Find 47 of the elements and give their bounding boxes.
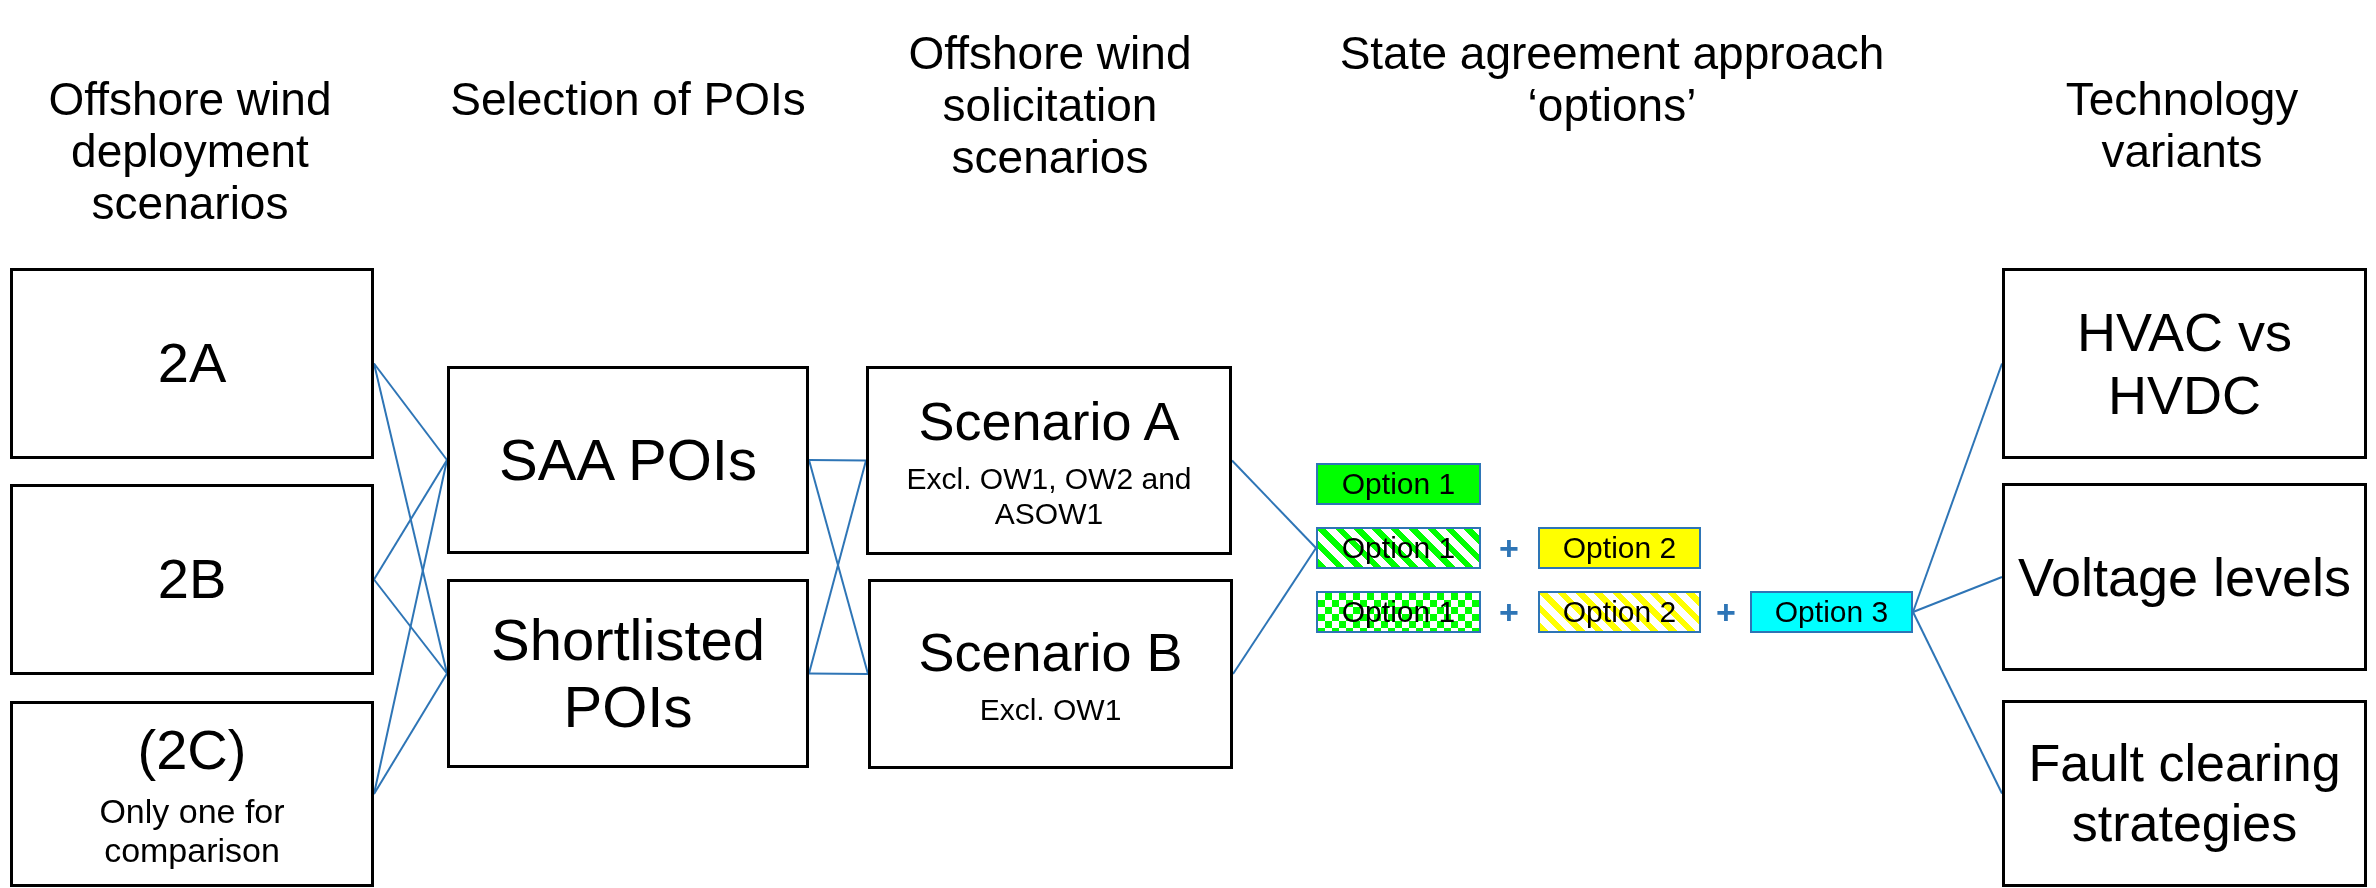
- box-label: Scenario B: [917, 620, 1184, 683]
- connector-line: [1231, 459, 1317, 549]
- box-label: 2A: [156, 331, 228, 396]
- connector-line: [808, 459, 867, 462]
- connector-line: [1912, 576, 2003, 613]
- process-box: [2002, 268, 2367, 459]
- box-label: Fault clearing strategies: [2027, 733, 2342, 854]
- connector-line: [808, 672, 869, 675]
- box-label: SAA POIs: [498, 426, 758, 494]
- box-label: Scenario A: [917, 389, 1181, 453]
- connector-line: [373, 578, 448, 675]
- box-note: Excl. OW1: [978, 692, 1123, 728]
- process-box: [868, 579, 1233, 769]
- plus-sign: +: [1498, 529, 1520, 568]
- box-label: Shortlisted POIs: [490, 606, 766, 741]
- connector-line: [373, 362, 448, 461]
- process-box: [10, 268, 374, 459]
- process-box: [10, 701, 374, 887]
- process-box: [447, 579, 809, 768]
- plus-sign: +: [1498, 593, 1520, 632]
- column-heading: Technology variants: [2064, 74, 2300, 178]
- box-note: Excl. OW1, OW2 and ASOW1: [905, 462, 1193, 532]
- box-label: 2B: [156, 547, 228, 612]
- box-label: Option 3: [1773, 594, 1890, 630]
- box-label: Option 1: [1340, 466, 1457, 502]
- box-label: Voltage levels: [2016, 545, 2353, 609]
- box-label: HVAC vs HVDC: [2076, 301, 2293, 426]
- box-note: Only one for comparison: [98, 792, 286, 871]
- connector-line: [1232, 547, 1317, 675]
- option-box: [1316, 463, 1481, 505]
- plus-sign: +: [1715, 593, 1737, 632]
- connector-line: [373, 672, 448, 795]
- process-box: [447, 366, 809, 554]
- column-heading: Offshore wind solicitation scenarios: [907, 28, 1193, 184]
- column-heading: Selection of POIs: [449, 74, 807, 126]
- process-box: [2002, 483, 2367, 671]
- column-heading: State agreement approach ‘options’: [1338, 28, 1886, 132]
- column-heading: Offshore wind deployment scenarios: [47, 74, 333, 230]
- process-box: [10, 484, 374, 675]
- box-label: Option 2: [1561, 530, 1678, 566]
- connector-line: [1912, 611, 2003, 795]
- connector-line: [373, 459, 448, 581]
- option-box: [1538, 527, 1701, 569]
- process-box: [2002, 700, 2367, 887]
- option-box: [1750, 591, 1913, 633]
- box-label: (2C): [136, 717, 248, 783]
- process-box: [866, 366, 1232, 555]
